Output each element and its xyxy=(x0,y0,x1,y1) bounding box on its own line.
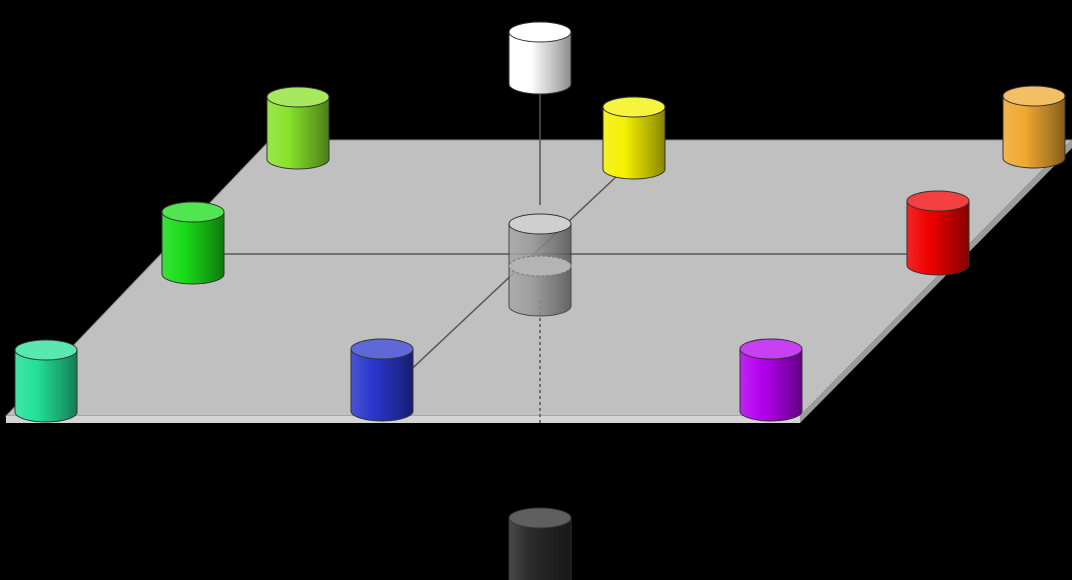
white-cylinder-top xyxy=(508,21,572,43)
orange-cylinder-top xyxy=(1002,85,1066,107)
green-cylinder-top xyxy=(161,201,225,223)
plane-front-edge xyxy=(6,416,800,423)
plane-right-edge xyxy=(800,140,1072,423)
yellow-green-cylinder-body xyxy=(266,96,330,170)
white-cylinder xyxy=(508,21,572,95)
white-cylinder-body xyxy=(508,31,572,95)
green-cylinder xyxy=(161,201,225,285)
green-cylinder-body xyxy=(161,211,225,285)
black-cylinder-body xyxy=(508,517,572,580)
yellow-cylinder xyxy=(602,96,666,180)
gray-center-cylinder-band xyxy=(508,255,572,277)
cyan-green-cylinder-body xyxy=(14,349,78,423)
red-cylinder-top xyxy=(906,190,970,212)
blue-cylinder xyxy=(350,338,414,422)
yellow-cylinder-top xyxy=(602,96,666,118)
gray-center-cylinder xyxy=(508,213,572,317)
yellow-cylinder-body xyxy=(602,106,666,180)
cylinders-group xyxy=(14,21,1066,580)
red-cylinder xyxy=(906,190,970,276)
orange-cylinder xyxy=(1002,85,1066,169)
yellow-green-cylinder xyxy=(266,86,330,170)
blue-cylinder-top xyxy=(350,338,414,360)
purple-cylinder-body xyxy=(739,348,803,422)
blue-cylinder-body xyxy=(350,348,414,422)
gray-center-cylinder-top xyxy=(508,213,572,235)
yellow-green-cylinder-top xyxy=(266,86,330,108)
purple-cylinder xyxy=(739,338,803,422)
purple-cylinder-top xyxy=(739,338,803,360)
orange-cylinder-body xyxy=(1002,95,1066,169)
cyan-green-cylinder-top xyxy=(14,339,78,361)
cyan-green-cylinder xyxy=(14,339,78,423)
black-cylinder-top xyxy=(508,507,572,529)
red-cylinder-body xyxy=(906,200,970,276)
black-cylinder xyxy=(508,507,572,580)
